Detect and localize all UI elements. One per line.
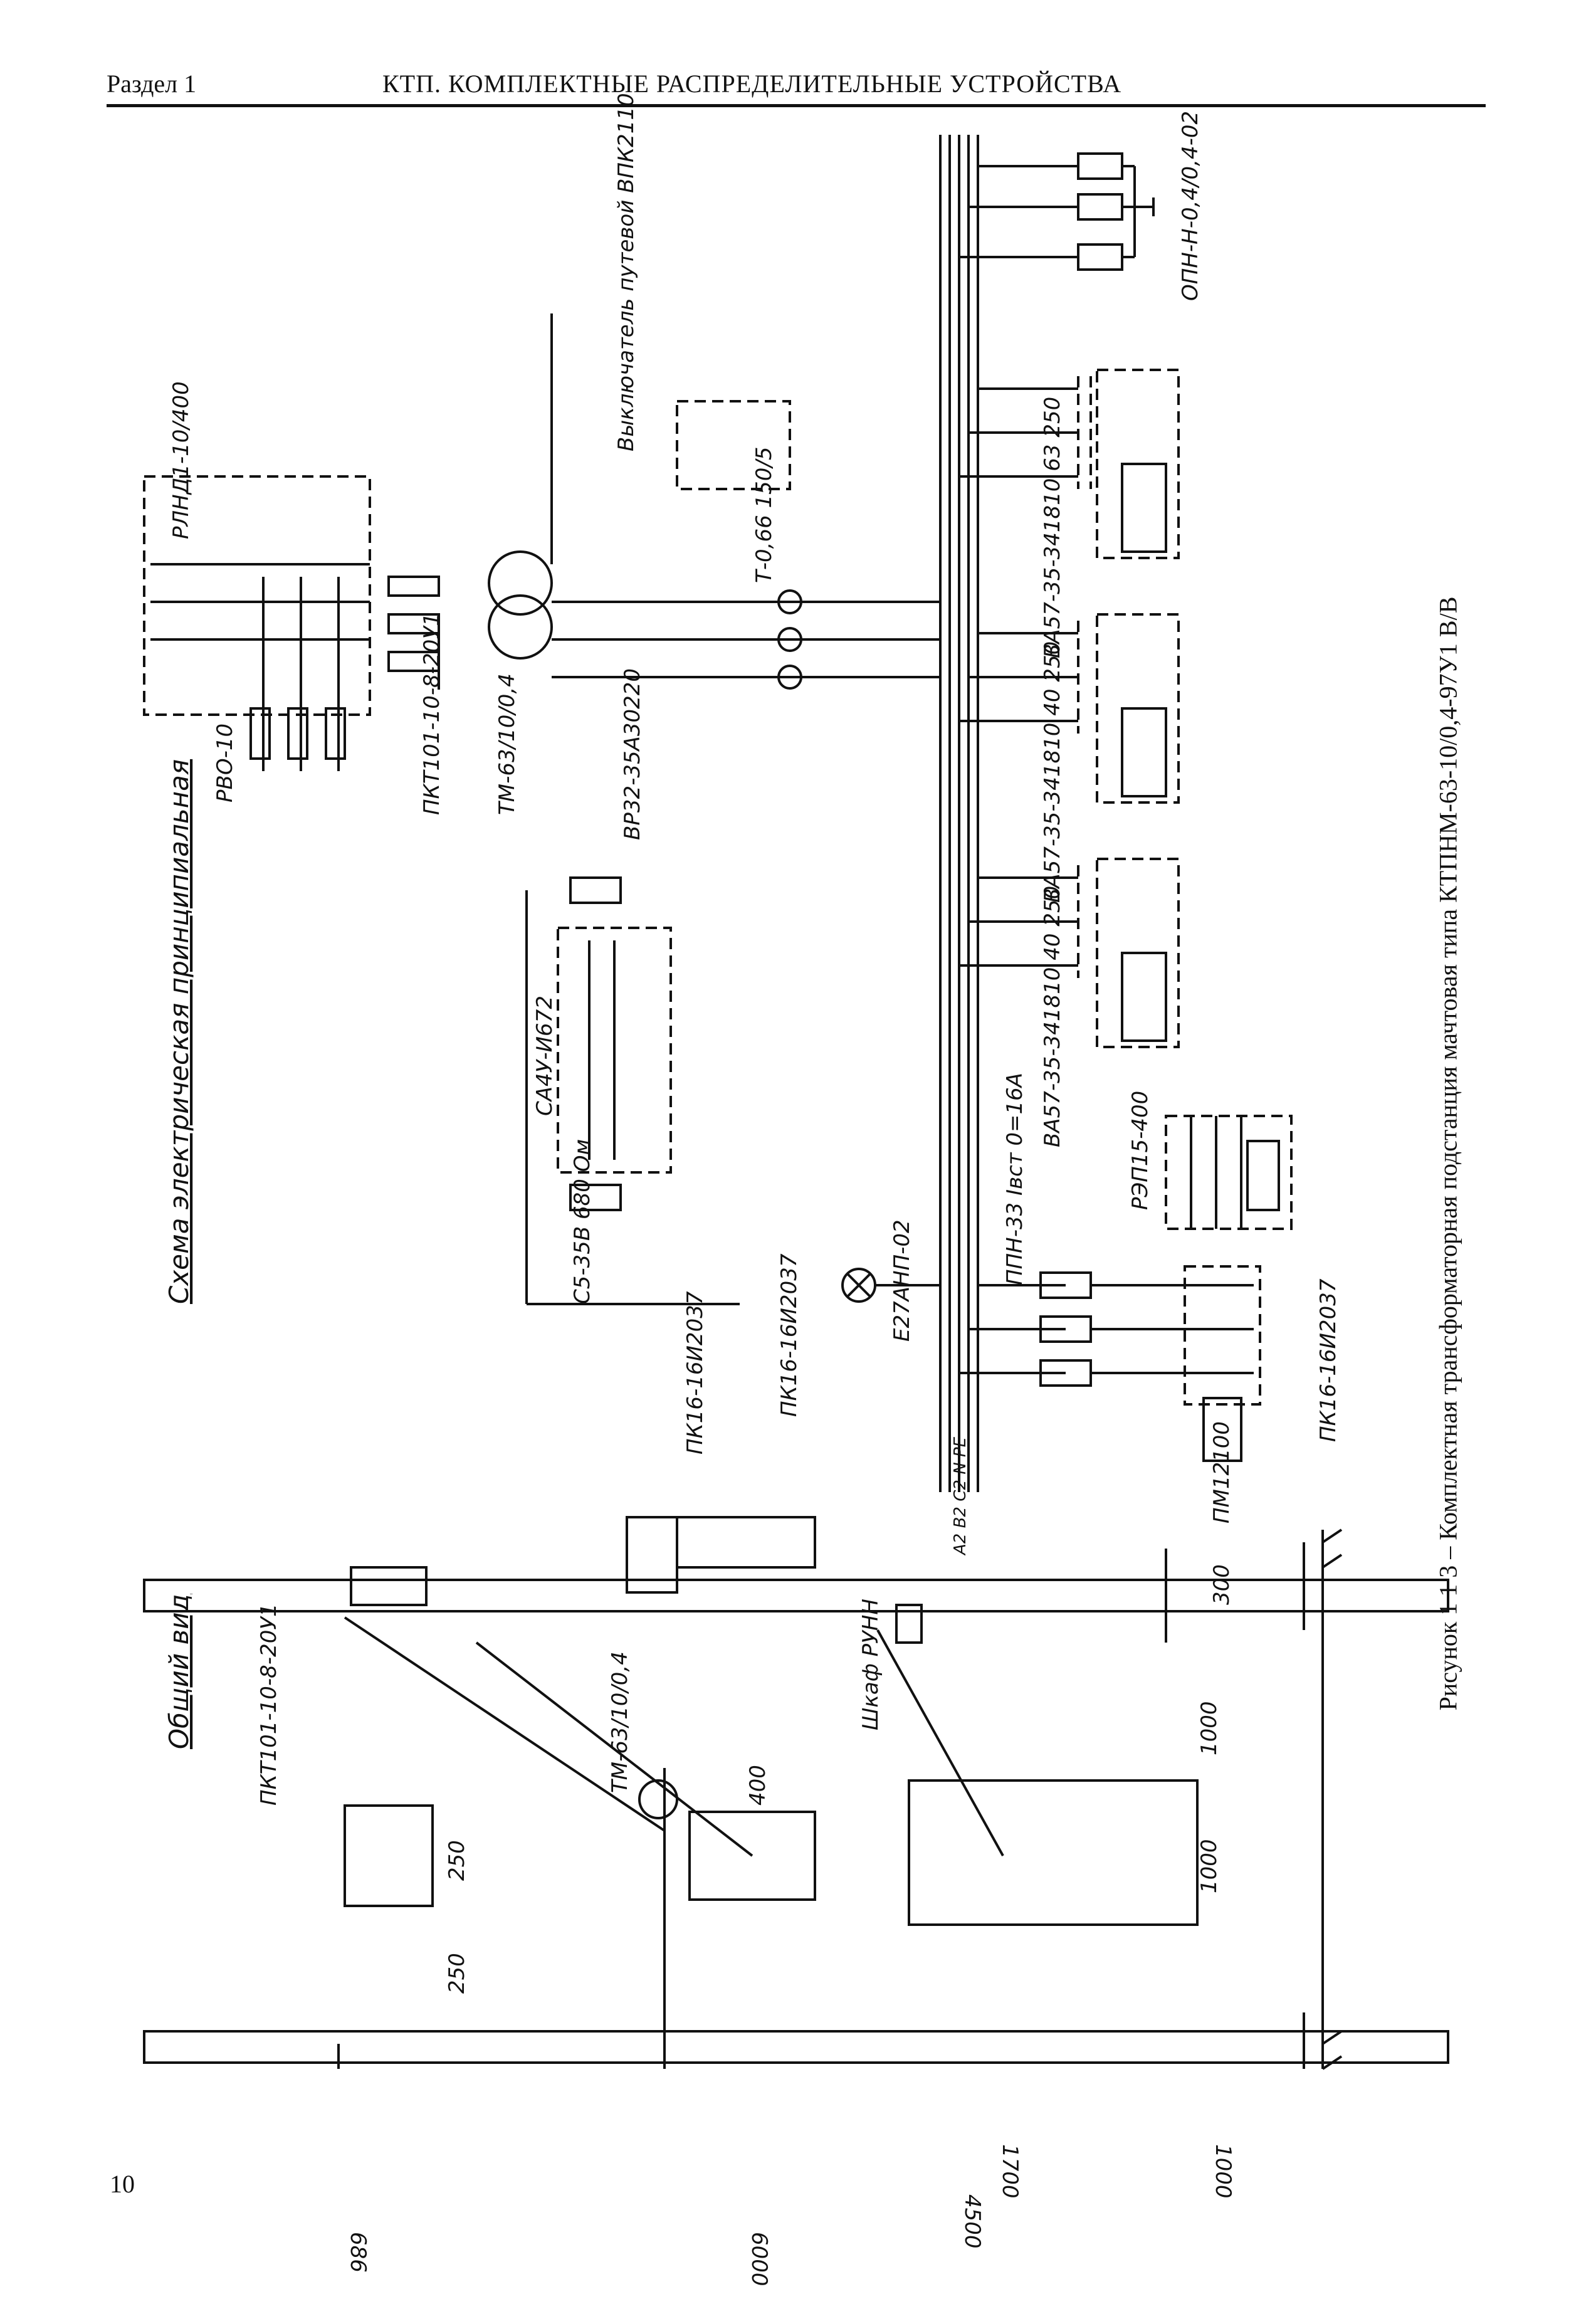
opn-arresters <box>959 152 1155 271</box>
label-bus: А2 В2 С2 N РЕ <box>951 1436 970 1556</box>
header-title: КТП. КОМПЛЕКТНЫЕ РАСПРЕДЕЛИТЕЛЬНЫЕ УСТРО… <box>382 70 1122 98</box>
sa4u-switch <box>525 876 740 1305</box>
dim-300: 300 <box>1209 1564 1234 1605</box>
label-pk16a: ПК16-16И2037 <box>683 1291 708 1454</box>
section-label: Раздел 1 <box>107 70 197 98</box>
dim-6000: 6000 <box>747 2232 772 2286</box>
dim-686: 686 <box>345 2232 370 2273</box>
label-sa4u: СА4У-И672 <box>532 996 557 1116</box>
label-pk16c: ПК16-16И2037 <box>1316 1278 1341 1442</box>
relay-rep <box>1165 1115 1293 1230</box>
dim-4500: 4500 <box>960 2194 985 2249</box>
dim-1000c: 1000 <box>1210 2144 1236 2199</box>
dim-1700: 1700 <box>997 2144 1022 2199</box>
dim-250a: 250 <box>444 1840 470 1881</box>
schema-title: Схема электрическая принципиальная <box>164 759 194 1304</box>
dim-250b: 250 <box>444 1953 470 1994</box>
general-view-title: Общий вид <box>164 1594 194 1749</box>
label-tm: ТМ-63/10/0,4 <box>495 673 520 815</box>
label-lamp: Е27АНП-02 <box>890 1219 915 1342</box>
label-opn: ОПН-Н-0,4/0,4-02 <box>1178 111 1203 301</box>
label-rvo: РВО-10 <box>213 723 238 802</box>
transformer-section <box>143 313 940 771</box>
label-rep: РЭП15-400 <box>1128 1091 1153 1210</box>
label-rlnd: РЛНД1-10/400 <box>169 381 194 539</box>
page-header: Раздел 1 КТП. КОМПЛЕКТНЫЕ РАСПРЕДЕЛИТЕЛЬ… <box>107 69 1486 113</box>
label-pm: ПМ12100 <box>1209 1421 1234 1523</box>
label-pkt: ПКТ101-10-8-20У1 <box>419 613 444 815</box>
page-number: 10 <box>110 2170 135 2198</box>
dim-1000a: 1000 <box>1197 1701 1222 1755</box>
label-ba3: ВА57-35-341810 63 250 <box>1040 397 1065 658</box>
label-vpk: Выключатель путевой ВПК2110 <box>614 93 639 451</box>
dim-1000b: 1000 <box>1197 1839 1222 1893</box>
gv-label-tm: ТМ-63/10/0,4 <box>607 1651 633 1793</box>
label-pk16b: ПК16-16И2037 <box>777 1253 802 1417</box>
main-bus <box>939 135 979 1492</box>
label-ta: Т-0,66 150/5 <box>752 446 777 583</box>
label-ba2: ВА57-35-341810 40 250 <box>1040 641 1065 903</box>
gv-label-cabinet: Шкаф РУНН <box>858 1599 883 1730</box>
label-s5: С5-35В 680 Ом <box>570 1139 595 1304</box>
gv-label-pkt: ПКТ101-10-8-20У1 <box>256 1603 281 1806</box>
label-vr: ВР32-35А30220 <box>620 668 645 840</box>
lower-branch <box>841 1265 1261 1462</box>
header-rule <box>107 104 1486 107</box>
label-ppn: ППН-33 Iвст 0=16А <box>1002 1073 1027 1285</box>
dim-400: 400 <box>745 1765 770 1806</box>
general-view-drawing <box>143 1516 1449 2070</box>
label-ba1: ВА57-35-341810 40 250 <box>1040 886 1065 1147</box>
breaker-groups <box>959 369 1180 1048</box>
